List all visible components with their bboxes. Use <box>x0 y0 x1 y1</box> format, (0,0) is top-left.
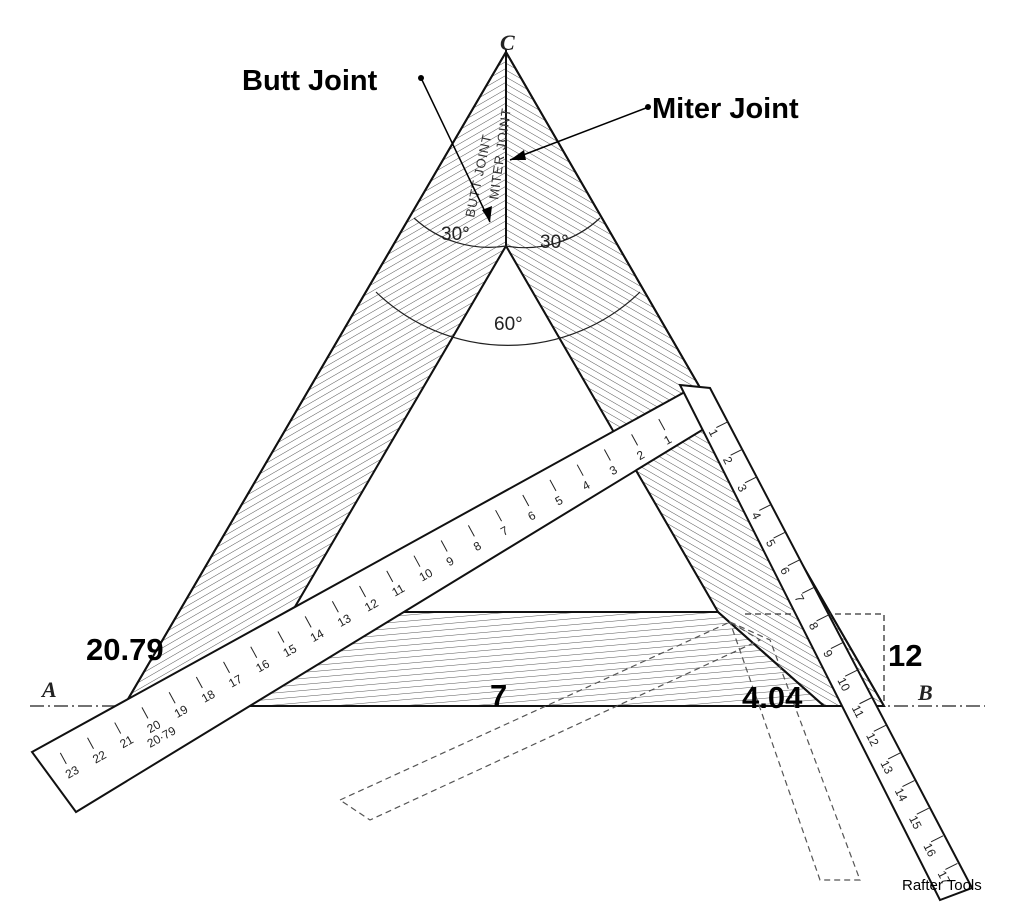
blade-number: 13 <box>335 611 354 630</box>
tongue-number: 12 <box>863 730 882 749</box>
blade-tick <box>631 434 639 446</box>
dashed-rise-box <box>745 613 885 706</box>
blade-number: 12 <box>362 596 381 615</box>
butt-joint-dot <box>418 75 424 81</box>
tongue-tick <box>730 448 743 456</box>
tongue-number: 11 <box>849 703 867 721</box>
blade-tick <box>576 464 584 476</box>
tongue-tick <box>945 862 958 870</box>
blade-tick <box>658 418 666 431</box>
blade-tick <box>223 661 230 674</box>
tongue-tick <box>873 724 887 732</box>
tongue-tick <box>759 504 772 511</box>
rafter-square-tongue <box>678 383 974 902</box>
tongue-tick <box>887 752 901 760</box>
blade-tick <box>87 737 94 749</box>
blade-number: 20 <box>145 717 164 736</box>
vertex-b-label: B <box>917 680 933 705</box>
tongue-tick <box>787 559 801 567</box>
blade-tick <box>467 525 475 537</box>
blade-number: 10 <box>417 565 436 584</box>
tongue-tick <box>844 669 858 677</box>
right-30-arc <box>505 217 601 249</box>
inner-opening <box>290 244 720 613</box>
blade-tick <box>141 707 149 719</box>
tongue-tick <box>902 780 915 788</box>
tongue-tick <box>773 531 786 539</box>
blade-number: 14 <box>308 626 327 645</box>
tongue-tick <box>802 586 815 594</box>
blade-number: 19 <box>172 702 191 721</box>
blade-tick <box>168 691 176 704</box>
miter-joint-label: Miter Joint <box>652 93 799 125</box>
blade-tick <box>195 676 203 689</box>
blade-number: 17 <box>226 672 245 691</box>
blade-tick <box>277 631 285 643</box>
tongue-tick <box>930 835 944 843</box>
apex-60-arc <box>375 291 641 346</box>
blade-number: 18 <box>199 687 218 706</box>
blade-tick <box>522 494 530 507</box>
tongue-number: 10 <box>835 675 854 694</box>
blade-tick <box>495 509 503 522</box>
left-angle-label: 30° <box>441 224 470 245</box>
blade-number: 22 <box>90 747 109 766</box>
blade-tick <box>549 479 557 492</box>
butt-joint-arrowhead <box>482 206 492 222</box>
tongue-tick <box>830 642 844 649</box>
tongue-number: 14 <box>892 786 911 805</box>
butt-joint-arrow <box>421 79 491 223</box>
tongue-number: 15 <box>906 813 925 832</box>
tongue-tick <box>716 421 729 429</box>
blade-tick <box>359 585 366 598</box>
tongue-number: 16 <box>920 841 939 860</box>
dashed-square-blade <box>338 621 762 821</box>
tongue-number: 17 <box>935 868 954 887</box>
rise-dimension: 12 <box>888 638 922 673</box>
tongue-number: 13 <box>877 758 896 777</box>
left-30-arc <box>413 217 507 248</box>
blade-number: 23 <box>63 763 82 782</box>
outer-triangle <box>122 50 886 707</box>
hypotenuse-dimension: 20.79 <box>86 632 164 667</box>
miter-joint-arrowhead <box>510 150 526 160</box>
dashed-square-tongue <box>728 620 861 881</box>
miter-joint-dot <box>645 104 651 110</box>
vertex-a-label: A <box>40 677 57 702</box>
run-dimension: 7 <box>490 678 507 713</box>
apex-angle-label: 60° <box>494 314 523 335</box>
right-angle-label: 30° <box>540 232 569 253</box>
tongue-tick <box>916 807 929 815</box>
blade-tick <box>413 555 421 567</box>
blade-tick <box>603 449 611 461</box>
tongue-tick <box>816 614 829 622</box>
blade-tick <box>331 600 339 613</box>
blade-number: 16 <box>253 656 272 675</box>
remainder-dimension: 4.04 <box>742 680 803 715</box>
blade-tick <box>440 540 448 552</box>
blade-tick <box>114 722 122 734</box>
blade-number: 21 <box>117 732 136 751</box>
blade-tick <box>386 570 394 583</box>
blade-tick <box>250 646 258 658</box>
butt-joint-label: Butt Joint <box>242 65 378 97</box>
miter-joint-arrow <box>509 107 647 161</box>
tongue-tick <box>859 697 872 705</box>
credit-label: Rafter Tools <box>902 877 982 894</box>
blade-tick <box>304 616 312 628</box>
vertex-c-label: C <box>500 30 515 55</box>
blade-number: 15 <box>281 641 300 660</box>
tongue-tick <box>744 476 758 484</box>
blade-tick <box>59 752 67 765</box>
